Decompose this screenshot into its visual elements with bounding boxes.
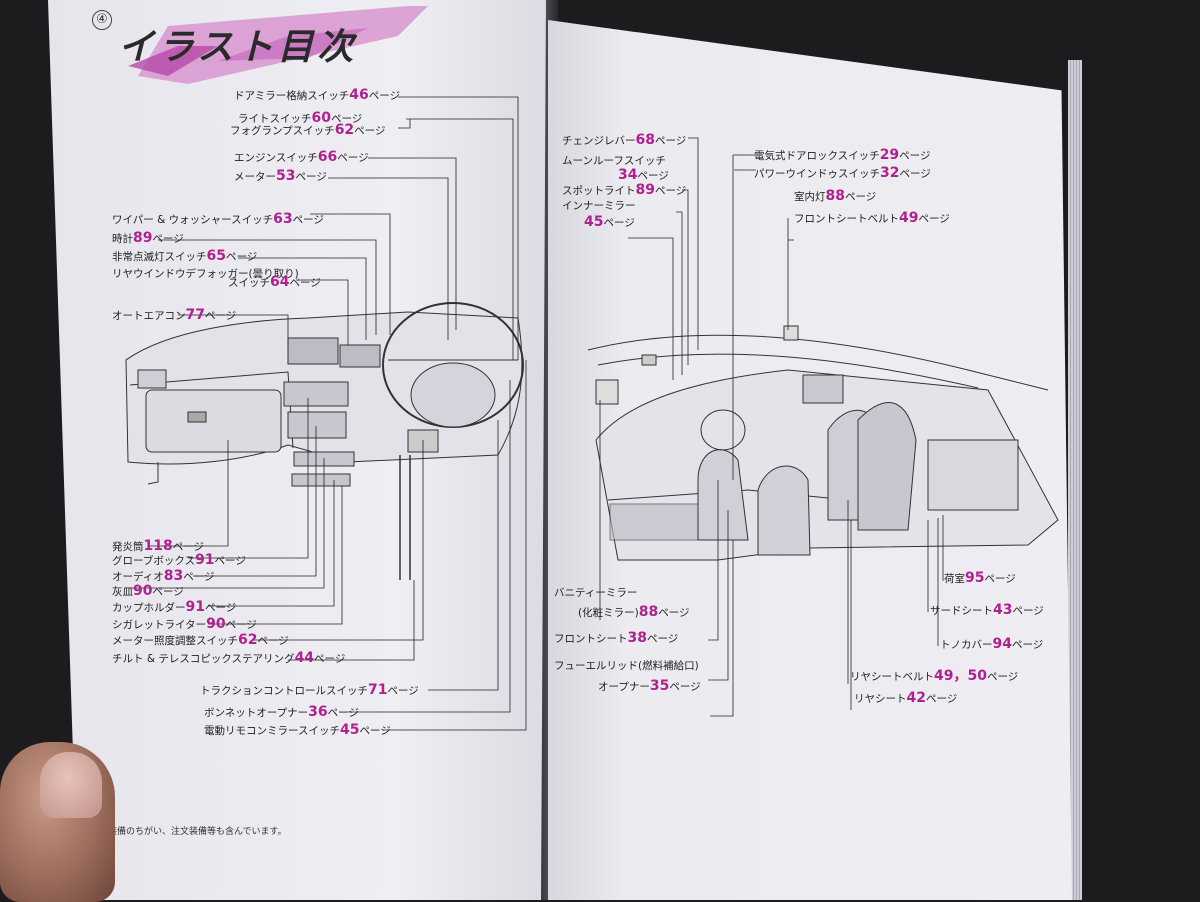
footnote: 装備のちがい、注文装備等も含んでいます。 (108, 827, 287, 837)
label-rear-seatbelt: リヤシートベルト49，50ページ (850, 668, 1019, 684)
label-engine-switch: エンジンスイッチ66ページ (234, 149, 369, 165)
label-tilt-telescopic: チルト & テレスコピックステアリング44ページ (112, 650, 346, 666)
left-page: ④ イラスト目次 (48, 0, 546, 900)
label-vanity-mirror: バニティーミラー (554, 587, 638, 599)
label-rear-seat: リヤシート42ページ (854, 690, 958, 706)
thumbnail-nail (40, 752, 102, 818)
page-edges (1068, 60, 1082, 900)
label-inner-mirror: インナーミラー (562, 200, 636, 212)
label-auto-aircon: オートエアコン77ページ (112, 307, 237, 323)
cabin-illustration (587, 137, 1059, 717)
label-mirror-remote-switch: 電動リモコンミラースイッチ45ページ (204, 722, 391, 738)
label-front-seatbelt: フロントシートベルト49ページ (794, 210, 950, 226)
label-glove-box: グローブボックス91ページ (112, 552, 246, 568)
right-page: ⑤ (548, 20, 1072, 900)
page-number-right: ⑤ (1024, 66, 1044, 86)
label-room-lamp: 室内灯88ページ (794, 188, 877, 204)
label-light-switch: ライトスイッチ60ページ (238, 110, 363, 126)
label-moonroof-page: 34ページ (618, 167, 669, 183)
label-defogger-switch: スイッチ64ページ (228, 274, 321, 290)
label-audio: オーディオ83ページ (112, 568, 215, 584)
page-title: イラスト目次 (118, 27, 358, 68)
label-meter: メーター53ページ (234, 168, 327, 184)
page-number-left: ④ (92, 10, 112, 30)
label-meter-dimmer: メーター照度調整スイッチ62ページ (112, 632, 289, 648)
title-stripe (128, 6, 428, 84)
label-front-seat: フロントシート38ページ (554, 630, 679, 646)
label-cup-holder: カップホルダー91ページ (112, 599, 237, 615)
label-door-mirror-switch: ドアミラー格納スイッチ46ページ (234, 87, 401, 103)
label-luggage-room: 荷室95ページ (944, 570, 1016, 586)
label-hazard-switch: 非常点滅灯スイッチ65ページ (112, 248, 258, 264)
label-door-lock-switch: 電気式ドアロックスイッチ29ページ (754, 147, 931, 163)
label-power-window-switch: パワーウインドゥスイッチ32ページ (754, 165, 931, 181)
label-fuel-lid: フューエルリッド(燃料補給口) (554, 660, 699, 672)
dashboard-illustration (125, 96, 527, 731)
label-wiper-switch: ワイパー & ウォッシャースイッチ63ページ (112, 211, 324, 227)
label-fog-lamp-switch: フォグランプスイッチ62ページ (230, 122, 386, 138)
label-cigarette-lighter: シガレットライター90ページ (112, 616, 257, 632)
label-rear-defogger: リヤウインドウデフォッガー(曇り取り) (112, 268, 299, 280)
label-ashtray: 灰皿90ページ (112, 583, 184, 599)
label-third-seat: サードシート43ページ (930, 602, 1044, 618)
label-fuel-lid-opener: オープナー35ページ (598, 678, 701, 694)
label-clock: 時計89ページ (112, 230, 184, 246)
label-moonroof-switch: ムーンルーフスイッチ (562, 155, 666, 167)
label-change-lever: チェンジレバー68ページ (562, 132, 687, 148)
label-vanity-mirror-page: (化粧ミラー)88ページ (578, 604, 690, 620)
label-spotlight: スポットライト89ページ (562, 182, 687, 198)
label-traction-control: トラクションコントロールスイッチ71ページ (200, 682, 419, 698)
label-tonneau-cover: トノカバー94ページ (940, 636, 1044, 652)
label-inner-mirror-page: 45ページ (584, 214, 635, 230)
label-bonnet-opener: ボンネットオープナー36ページ (204, 704, 359, 720)
label-flare: 発炎筒118ページ (112, 538, 205, 554)
